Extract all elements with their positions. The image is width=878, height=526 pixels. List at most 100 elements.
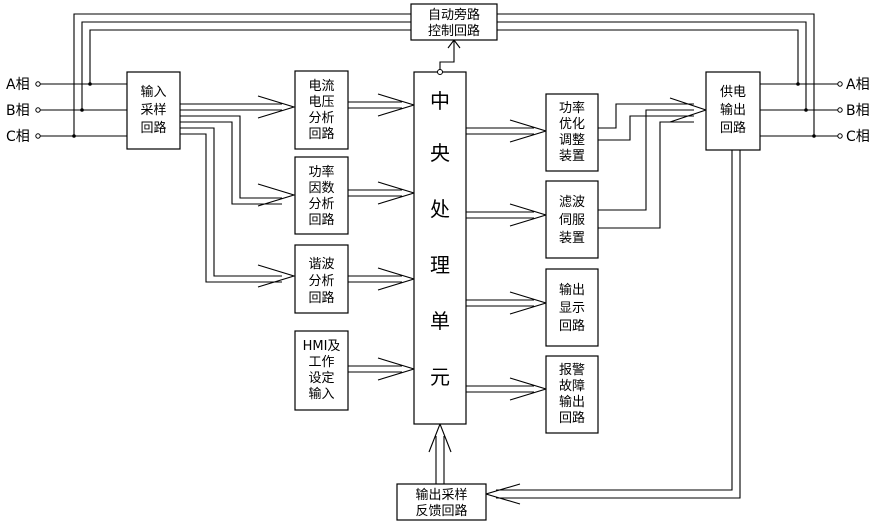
power-opt-line-3: 调整 [559, 133, 585, 148]
block-harmonic-analysis: 谐波 分析 回路 [294, 244, 349, 314]
hmi-input-line-2: 工作 [308, 355, 334, 370]
cpu-char-4: 理 [430, 253, 450, 277]
supply-output-line-3: 回路 [720, 120, 746, 136]
auto-bypass-line-2: 控制回路 [428, 23, 480, 39]
block-supply-output: 供电 输出 回路 [705, 71, 761, 151]
line-opt-to-supply-2 [598, 115, 694, 141]
arrow-in-to-pf [257, 183, 296, 207]
line-in-to-harm-2 [180, 133, 282, 283]
junction-a [88, 82, 92, 86]
alarm-output-line-4: 回路 [559, 410, 585, 426]
line-filter-to-supply-1 [598, 109, 694, 211]
terminal-a-in [35, 81, 41, 87]
arrow-harm-to-cpu [377, 267, 416, 291]
cpu-char-5: 单 [430, 309, 450, 333]
arrow-to-feedback [484, 483, 521, 505]
cpu-top-terminal [437, 69, 443, 75]
bypass-line-a [89, 29, 799, 84]
cpu-char-6: 元 [430, 365, 450, 389]
vi-analysis-line-4: 回路 [308, 126, 334, 142]
phase-label-b-in: B相 [6, 103, 30, 119]
alarm-output-line-2: 故障 [559, 379, 585, 394]
filter-servo-line-3: 装置 [559, 231, 585, 246]
power-opt-line-2: 优化 [559, 117, 585, 132]
line-cpu-to-filter [466, 211, 534, 219]
arrow-cpu-to-display [509, 291, 548, 315]
terminal-a-out [837, 81, 843, 87]
output-phases: A相 B相 C相 [796, 77, 870, 145]
phase-label-b-out: B相 [846, 103, 870, 119]
harmonic-analysis-line-3: 回路 [308, 290, 334, 306]
filter-servo-line-1: 滤波 [559, 195, 585, 210]
cpu-char-2: 央 [430, 141, 450, 165]
vi-analysis-line-2: 电压 [308, 95, 334, 110]
hmi-input-line-3: 设定 [308, 371, 334, 386]
bypass-to-cpu-line [439, 40, 455, 72]
bypass-line-b [81, 21, 807, 110]
arrow-cpu-to-filter [509, 203, 548, 227]
phase-label-a-out: A相 [846, 77, 870, 93]
input-phases: A相 B相 C相 [6, 77, 92, 145]
connection-lines [40, 13, 838, 505]
arrow-hmi-to-cpu [377, 357, 416, 381]
block-pf-analysis: 功率 因数 分析 回路 [294, 156, 349, 235]
arrow-in-to-harm [257, 264, 296, 288]
pf-analysis-line-3: 分析 [308, 197, 334, 212]
block-power-optimization: 功率 优化 调整 装置 [545, 93, 599, 172]
output-display-line-3: 回路 [559, 318, 585, 334]
alarm-output-line-1: 报警 [559, 362, 585, 378]
phase-label-a-in: A相 [6, 77, 30, 93]
line-cpu-to-opt [466, 127, 534, 135]
phase-label-c-in: C相 [6, 129, 30, 145]
supply-output-line-2: 输出 [720, 102, 746, 118]
block-filter-servo: 滤波 伺服 装置 [545, 180, 599, 259]
output-feedback-line-1: 输出采样 [415, 487, 467, 503]
block-hmi-input: HMI及 工作 设定 输入 [294, 330, 349, 411]
line-harm-to-cpu [348, 275, 402, 283]
arrow-feedback-to-cpu [428, 422, 452, 453]
alarm-output-line-3: 输出 [559, 394, 585, 410]
junction-a-out [796, 82, 800, 86]
pf-analysis-line-1: 功率 [308, 164, 334, 180]
terminal-c-out [837, 133, 843, 139]
input-sampling-line-1: 输入 [140, 84, 166, 100]
junction-b [80, 108, 84, 112]
vi-analysis-line-1: 电流 [308, 79, 334, 94]
filter-servo-line-2: 伺服 [559, 213, 585, 228]
terminal-b-out [837, 107, 843, 113]
block-output-display: 输出 显示 回路 [545, 268, 599, 347]
line-in-to-pf-2 [180, 121, 282, 205]
line-feedback-to-cpu [435, 436, 445, 484]
block-input-sampling: 输入 采样 回路 [126, 71, 181, 150]
arrow-vi-to-cpu [377, 93, 416, 117]
terminal-b-in [35, 107, 41, 113]
power-opt-line-4: 装置 [559, 149, 585, 164]
harmonic-analysis-line-2: 分析 [308, 274, 334, 289]
pf-analysis-line-4: 回路 [308, 212, 334, 228]
pf-analysis-line-2: 因数 [308, 181, 334, 196]
junction-c-out [812, 134, 816, 138]
input-sampling-line-3: 回路 [140, 120, 166, 136]
terminal-c-in [35, 133, 41, 139]
auto-bypass-line-1: 自动旁路 [428, 7, 480, 23]
line-supply-to-feedback-1 [496, 150, 733, 491]
output-display-line-1: 输出 [559, 282, 585, 298]
output-display-line-2: 显示 [559, 301, 585, 316]
hmi-input-line-4: 输入 [308, 386, 334, 402]
bypass-line-c [73, 13, 815, 136]
line-cpu-to-display [466, 299, 534, 307]
line-in-to-harm-1 [180, 127, 282, 277]
junction-c [72, 134, 76, 138]
line-pf-to-cpu [348, 189, 402, 197]
arrow-cpu-to-alarm [509, 377, 548, 401]
arrow-cpu-to-opt [509, 119, 548, 143]
vi-analysis-line-3: 分析 [308, 111, 334, 126]
output-feedback-line-2: 反馈回路 [415, 503, 467, 519]
line-cpu-to-alarm [466, 385, 534, 393]
line-in-to-pf-1 [180, 115, 282, 199]
cpu-char-3: 处 [430, 197, 450, 221]
block-auto-bypass: 自动旁路 控制回路 [410, 3, 498, 41]
power-opt-line-1: 功率 [559, 100, 585, 116]
